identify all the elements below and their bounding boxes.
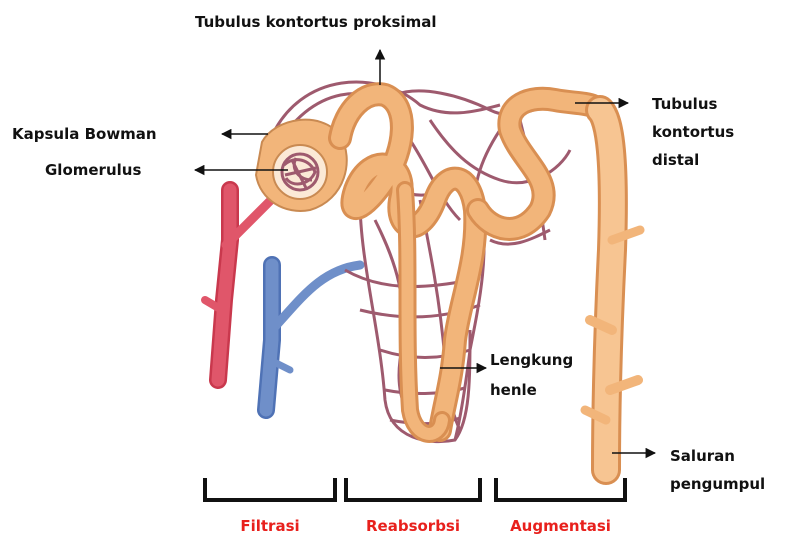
label-saluran-line2: pengumpul <box>670 474 765 494</box>
label-saluran-line1: Saluran <box>670 446 735 466</box>
stage-reabsorbsi: Reabsorbsi <box>346 516 480 536</box>
stage-brackets <box>205 478 625 500</box>
label-glomerulus: Glomerulus <box>45 160 141 180</box>
stage-augmentasi: Augmentasi <box>496 516 625 536</box>
bracket-reabsorbsi <box>346 478 480 500</box>
label-tubulus-distal-line2: kontortus <box>652 122 734 142</box>
stage-filtrasi: Filtrasi <box>205 516 335 536</box>
label-kapsula-bowman: Kapsula Bowman <box>12 124 157 144</box>
efferent-vein <box>266 265 360 410</box>
label-tubulus-distal-line1: Tubulus <box>652 94 717 114</box>
label-tubulus-proksimal: Tubulus kontortus proksimal <box>195 12 436 32</box>
label-lengkung-henle-line2: henle <box>490 380 537 400</box>
renal-tubule <box>340 94 640 470</box>
bracket-filtrasi <box>205 478 335 500</box>
label-lengkung-henle-line1: Lengkung <box>490 350 573 370</box>
label-tubulus-distal-line3: distal <box>652 150 699 170</box>
